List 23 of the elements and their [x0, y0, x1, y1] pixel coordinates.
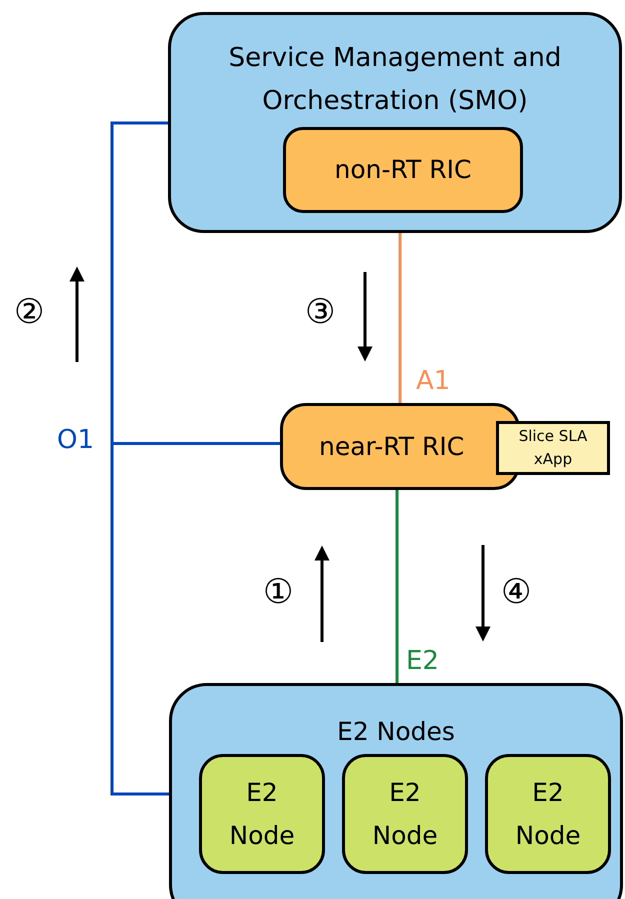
node-label: Service Management and Orchestration (SMO): [228, 42, 562, 118]
node-label: E2 Node: [514, 777, 582, 852]
node-label: E2 Node: [371, 777, 439, 852]
connector-line: [396, 490, 398, 683]
callout-number: ①: [263, 571, 294, 614]
callout-number: ②: [14, 291, 44, 334]
callout-number: ③: [305, 291, 336, 334]
node-box: [485, 754, 611, 874]
connector-line: [110, 122, 169, 796]
node-label: Slice SLA xApp: [518, 426, 588, 470]
node-label: E2 Nodes: [336, 716, 456, 748]
node-box: [199, 754, 325, 874]
xapp-box: [496, 421, 610, 475]
node-box: [342, 754, 468, 874]
connector-line: [398, 233, 402, 403]
ric-box: [280, 403, 520, 490]
node-label: near-RT RIC: [319, 430, 464, 463]
smo-box: [168, 12, 622, 233]
callout-number: ④: [501, 571, 532, 614]
node-group-box: [169, 683, 623, 899]
ric-box: [283, 127, 523, 213]
node-label: E2 Node: [228, 777, 296, 852]
node-label: non-RT RIC: [334, 154, 472, 186]
